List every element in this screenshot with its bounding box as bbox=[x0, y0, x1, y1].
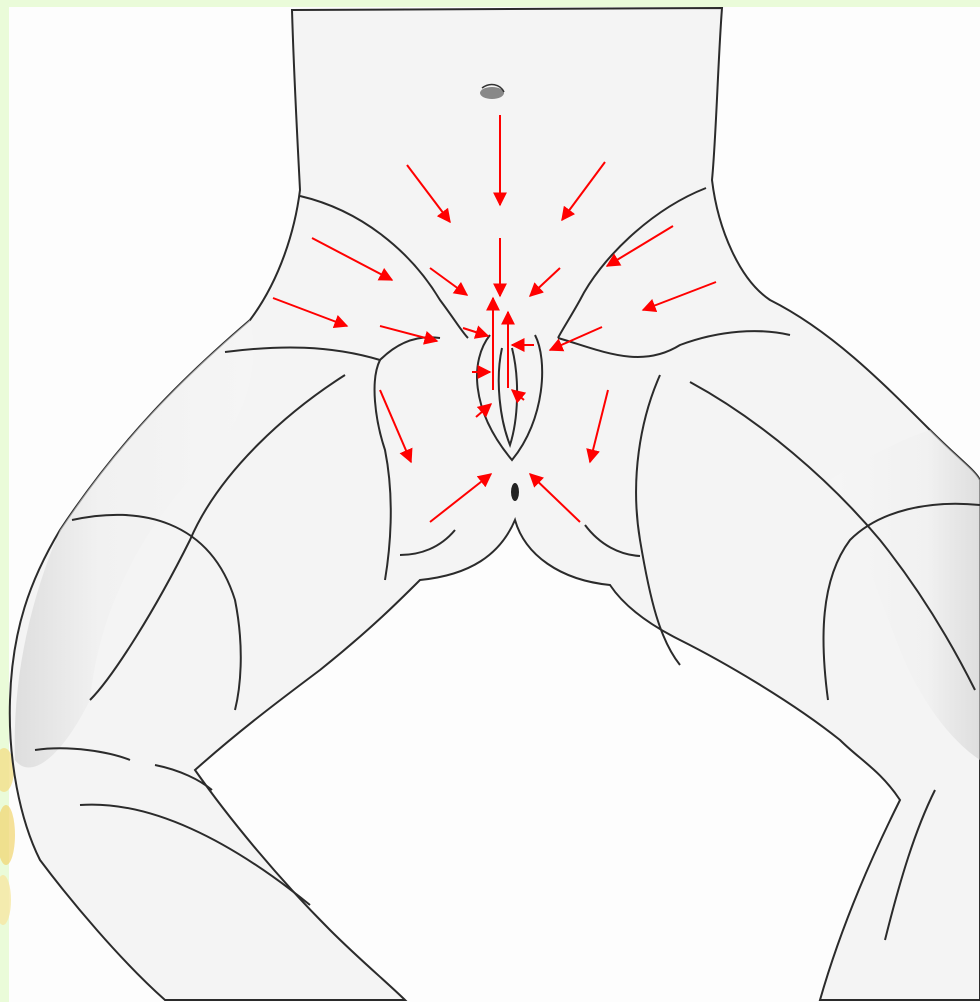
body-silhouette bbox=[10, 8, 980, 1000]
anal-mark bbox=[511, 483, 519, 501]
